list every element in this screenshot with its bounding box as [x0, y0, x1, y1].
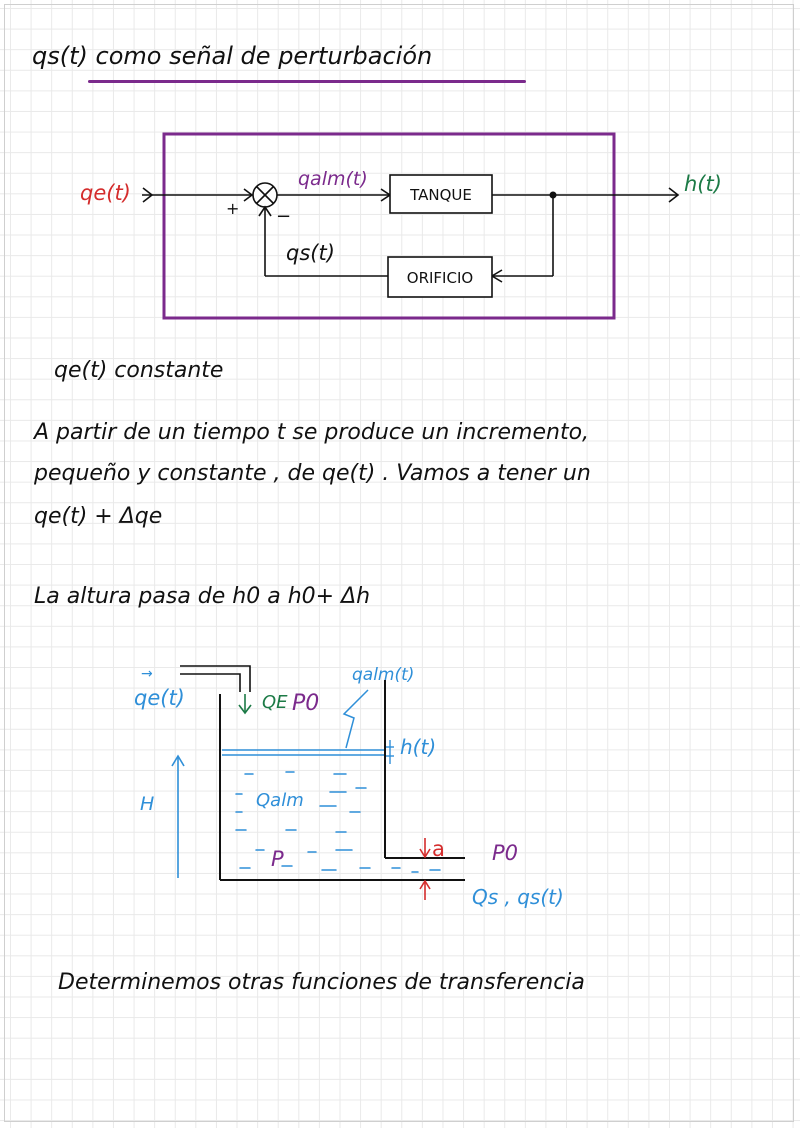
height-level-label: h(t)	[400, 735, 436, 759]
input-arrowhead	[142, 187, 154, 203]
qalm-volume-label: Qalm	[256, 790, 304, 811]
flow-label: qalm(t)	[298, 168, 368, 190]
paragraph-line-2: pequeño y constante , de qe(t) . Vamos a…	[34, 461, 591, 486]
closing-note: Determinemos otras funciones de transfer…	[58, 970, 585, 995]
orifice-block	[387, 256, 493, 298]
inflow-arrowhead	[238, 704, 252, 715]
outlet-top-arrowhead	[419, 848, 431, 859]
water-surface	[222, 749, 384, 756]
qe-label: QE	[262, 692, 288, 713]
level-marker	[386, 740, 394, 764]
output-label: h(t)	[684, 172, 722, 196]
paragraph-line-3: qe(t) + Δqe	[34, 504, 163, 529]
qalm-label: qalm(t)	[352, 665, 414, 685]
water-dashes	[235, 771, 441, 873]
sum-minus-sign: −	[276, 206, 291, 227]
sum-plus-sign: +	[226, 199, 239, 218]
sum-input-arrowhead	[243, 188, 254, 202]
tank-label: TANQUE	[409, 186, 472, 204]
paragraph-line-1: A partir de un tiempo t se produce un in…	[34, 420, 590, 445]
inflow-vector-arrow: →	[141, 666, 153, 682]
pressure-label: P	[271, 847, 284, 871]
inflow-label: qe(t)	[134, 686, 185, 710]
feedback-arrowhead	[258, 205, 272, 217]
title-underline	[88, 80, 526, 83]
orifice-label: ORIFICIO	[407, 269, 473, 287]
tank-walls	[219, 680, 465, 881]
outflow-label: Qs , qs(t)	[472, 885, 564, 909]
output-arrowhead	[668, 187, 680, 203]
total-height-label: H	[140, 793, 154, 815]
opening-a-label: a	[432, 837, 445, 861]
block-diagram: qe(t) h(t) + − qalm(t) TANQUE qs(t) ORIF…	[80, 132, 722, 320]
height-change-note: La altura pasa de h0 a h0+ Δh	[34, 584, 371, 609]
tank-block	[389, 174, 493, 214]
qalm-pointer	[342, 689, 369, 749]
outlet-bottom-arrowhead	[419, 879, 431, 890]
inflow-pipe	[180, 665, 251, 692]
system-boundary-box	[162, 132, 616, 320]
page-title: qs(t) como señal de perturbación	[32, 42, 433, 70]
summing-junction	[252, 182, 278, 208]
tank-diagram: → qe(t) QE P0 qalm(t) h(t) H Qalm P a P0…	[134, 665, 564, 909]
p0-top-label: P0	[292, 691, 319, 716]
feedback-label: qs(t)	[286, 241, 335, 265]
p0-right-label: P0	[492, 841, 518, 865]
note-constant-input: qe(t) constante	[54, 358, 224, 383]
height-arrowhead	[171, 754, 185, 767]
input-label: qe(t)	[80, 181, 131, 205]
